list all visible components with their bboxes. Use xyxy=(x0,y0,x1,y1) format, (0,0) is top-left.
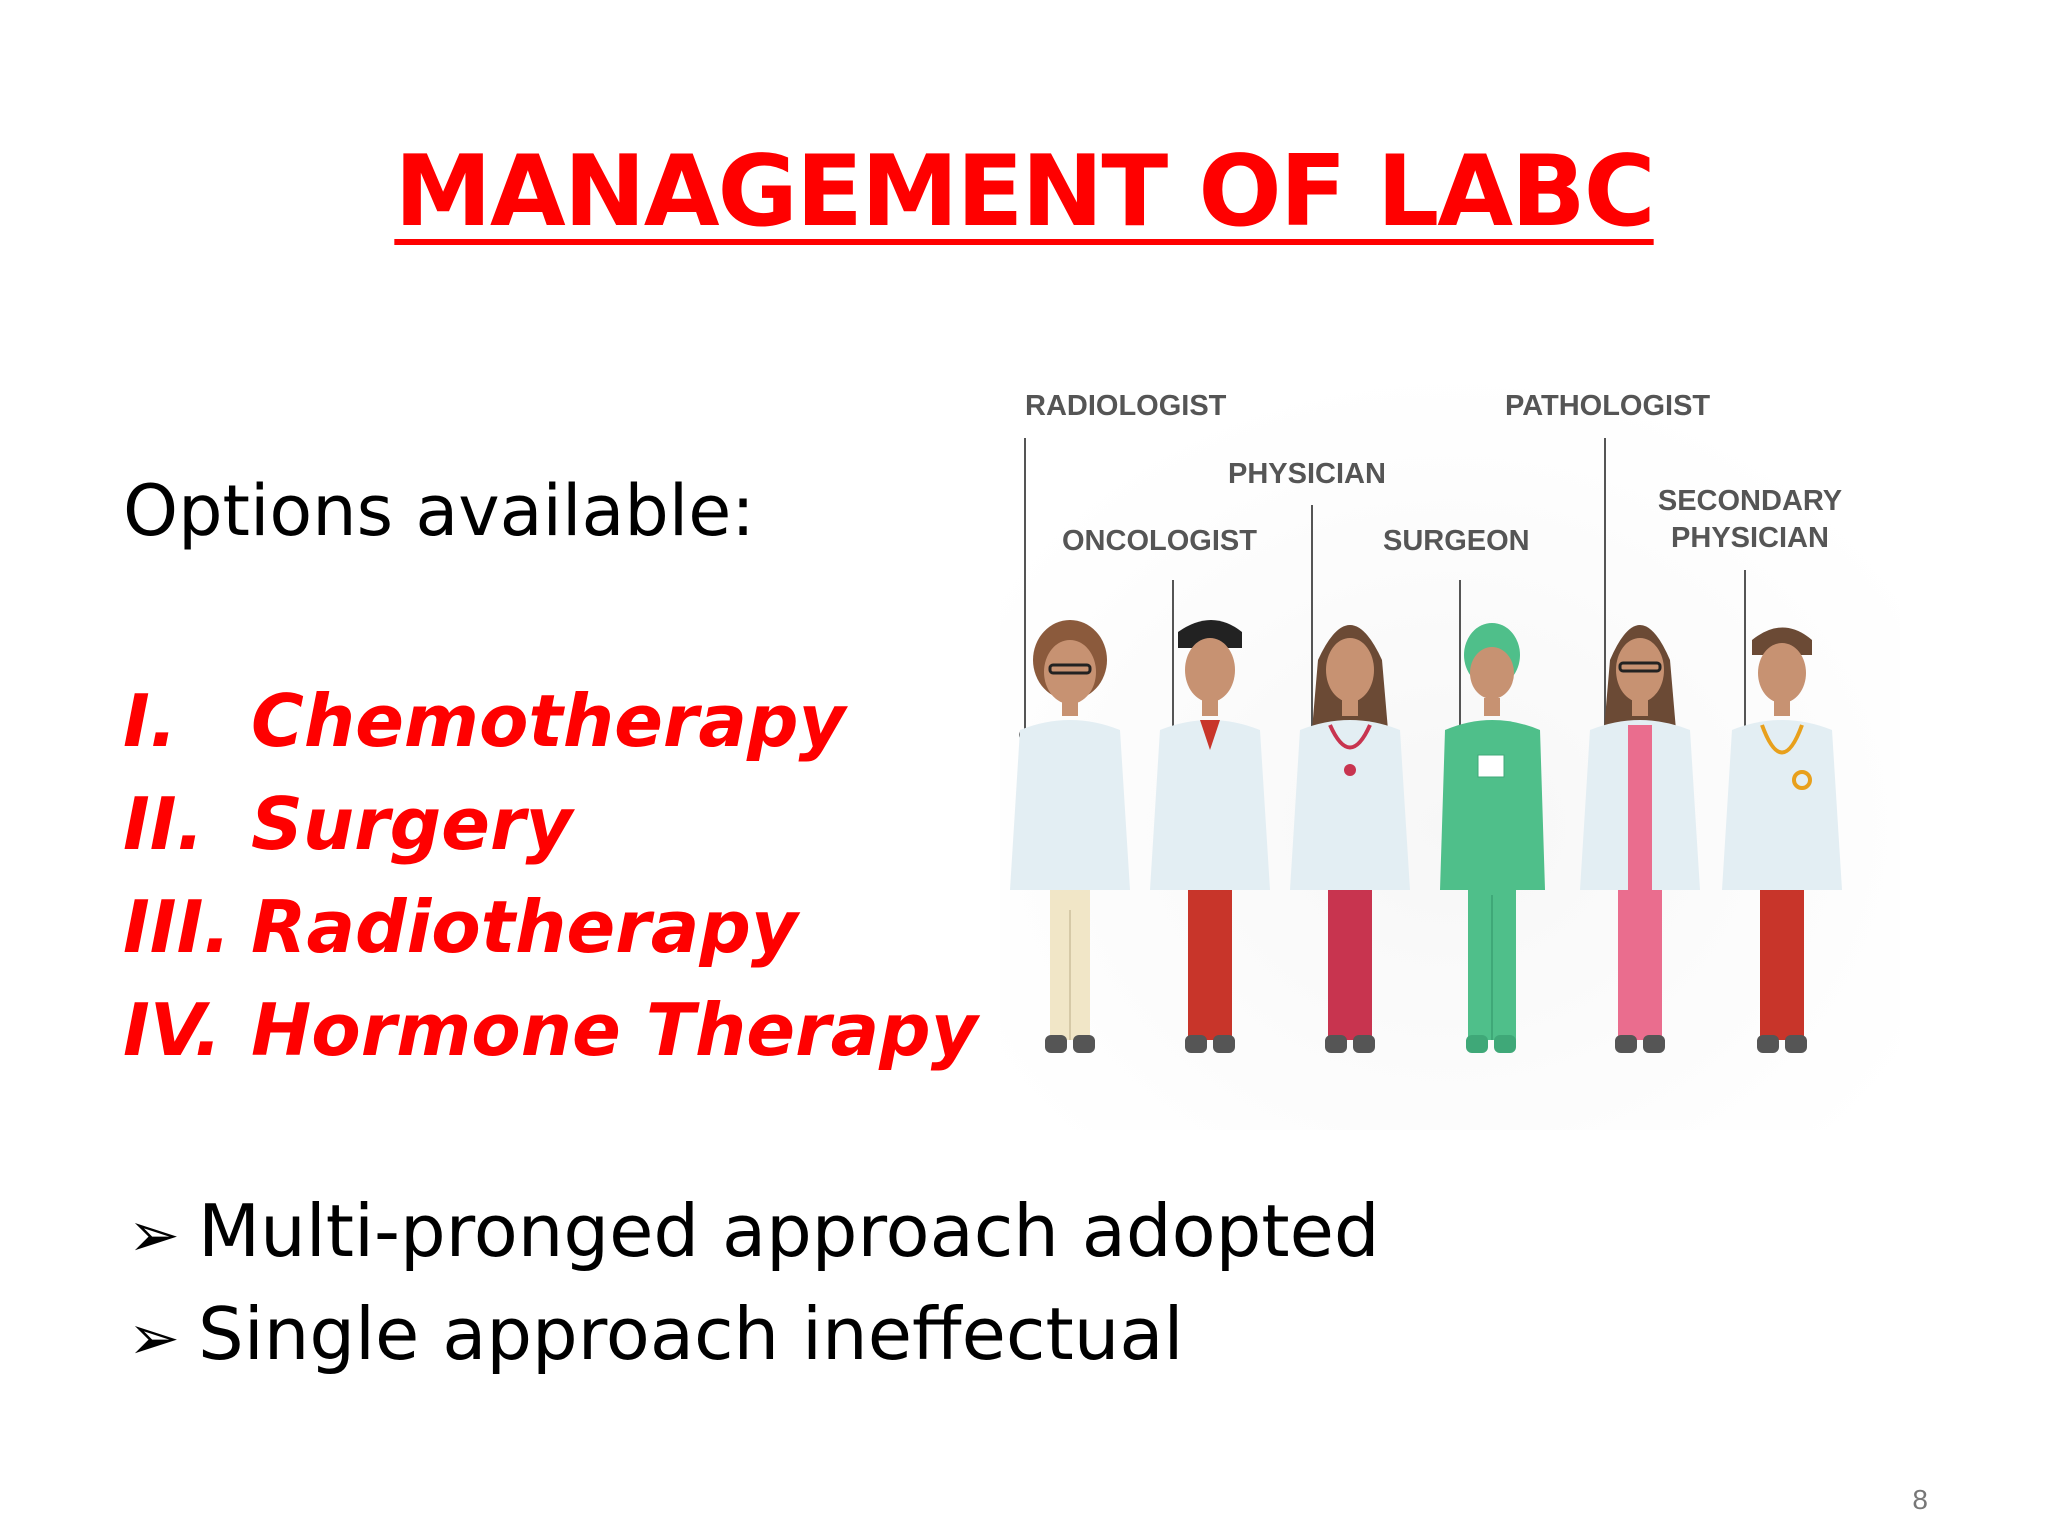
figure-secondary-physician xyxy=(1722,627,1842,1053)
slide-title-text: MANAGEMENT OF LABC xyxy=(394,135,1655,249)
bullet-item: ➢Multi-pronged approach adopted xyxy=(128,1180,1380,1283)
option-label: Hormone Therapy xyxy=(251,988,978,1072)
option-label: Radiotherapy xyxy=(251,885,798,969)
slide-title: MANAGEMENT OF LABC xyxy=(0,135,2048,249)
label-secondary-physician-line2: PHYSICIAN xyxy=(1671,522,1829,554)
option-label: Chemotherapy xyxy=(251,679,846,763)
bullet-text: Single approach ineffectual xyxy=(198,1292,1184,1376)
options-intro: Options available: xyxy=(123,470,755,552)
label-surgeon: SURGEON xyxy=(1383,525,1530,557)
label-physician: PHYSICIAN xyxy=(1228,458,1386,490)
figure-oncologist xyxy=(1150,620,1270,1053)
bullet-list: ➢Multi-pronged approach adopted ➢Single … xyxy=(128,1180,1380,1386)
option-number: II. xyxy=(123,782,204,866)
bullet-text: Multi-pronged approach adopted xyxy=(198,1189,1380,1273)
figure-physician xyxy=(1290,625,1410,1053)
page-number: 8 xyxy=(1912,1484,1928,1515)
option-number: IV. xyxy=(123,988,222,1072)
figure-radiologist xyxy=(1010,620,1130,1053)
option-number: III. xyxy=(123,885,231,969)
figure-pathologist xyxy=(1580,625,1700,1053)
bullet-item: ➢Single approach ineffectual xyxy=(128,1283,1380,1386)
label-oncologist: ONCOLOGIST xyxy=(1062,525,1257,557)
arrow-bullet-icon: ➢ xyxy=(128,1198,180,1271)
figure-surgeon xyxy=(1440,623,1545,1053)
label-secondary-physician-line1: SECONDARY xyxy=(1658,485,1842,517)
option-number: I. xyxy=(123,679,178,763)
label-radiologist: RADIOLOGIST xyxy=(1025,390,1227,422)
option-label: Surgery xyxy=(251,782,573,866)
medical-team-illustration: RADIOLOGIST PHYSICIAN PATHOLOGIST ONCOLO… xyxy=(1000,370,1900,1130)
label-pathologist: PATHOLOGIST xyxy=(1505,390,1710,422)
arrow-bullet-icon: ➢ xyxy=(128,1301,180,1374)
